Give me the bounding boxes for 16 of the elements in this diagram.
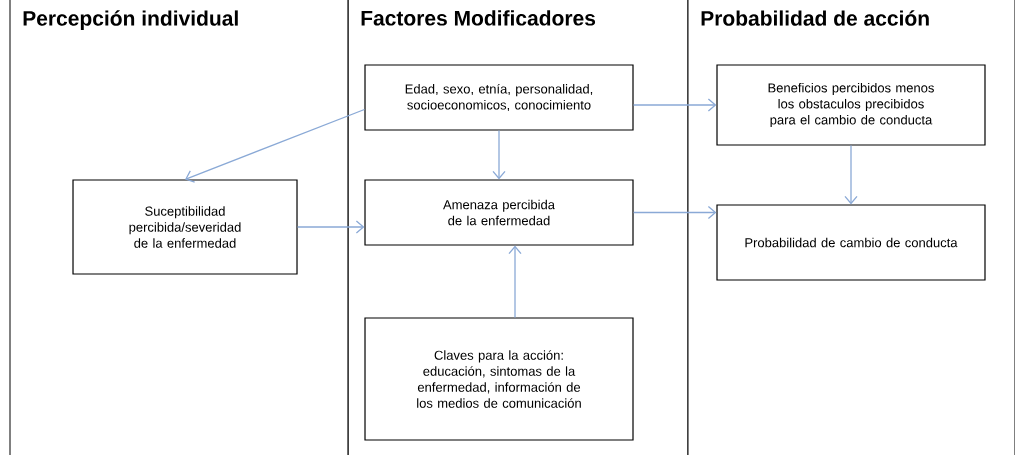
process-box: Suceptibilidad percibida/severidad de la enfermedad	[72, 179, 298, 275]
lane-heading: Probabilidad de acción	[701, 10, 929, 26]
arrow	[632, 205, 717, 220]
lane-heading: Percepción individual	[23, 10, 238, 30]
lane-heading: Factores Modificadores	[361, 10, 596, 26]
arrow	[296, 220, 365, 234]
process-box: Claves para la acción: educación, sintomas de la enfermedad, información de los medios de comunicación	[364, 317, 634, 441]
arrow	[844, 144, 858, 205]
arrow	[185, 108, 366, 183]
process-box: Beneficios percibidos menos los obstaculos precibidos para el cambio de conducta	[716, 64, 986, 146]
arrow	[492, 129, 506, 180]
arrow	[508, 245, 522, 319]
arrow	[632, 98, 717, 112]
process-box: Edad, sexo, etnía, personalidad, socioeconomicos, conocimiento	[364, 64, 634, 131]
process-box: Amenaza percibida de la enfermedad	[364, 179, 634, 246]
process-box: Probabilidad de cambio de conducta	[716, 204, 986, 281]
